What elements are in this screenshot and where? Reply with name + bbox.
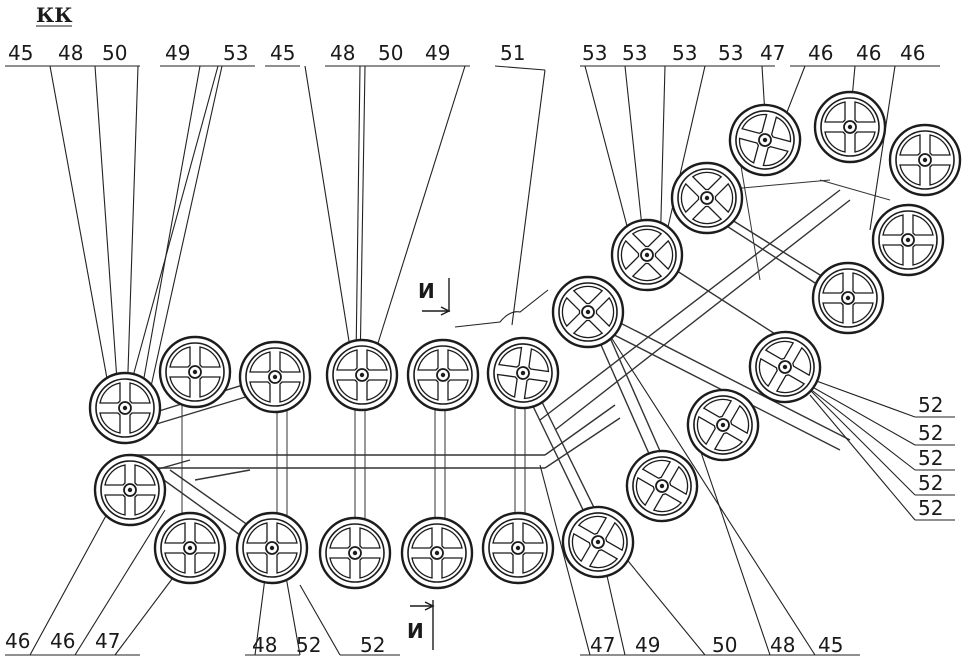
- label-top-7: 48: [330, 41, 355, 65]
- label-bottom-6: 52: [360, 633, 385, 657]
- wheel-8: [153, 511, 227, 585]
- wheel-3: [238, 340, 312, 414]
- wheel-14: [551, 275, 625, 349]
- label-right-1: 52: [918, 393, 943, 417]
- wheel-24: [625, 449, 699, 523]
- label-top-12: 53: [622, 41, 647, 65]
- label-top-1: 45: [8, 41, 33, 65]
- wheel-10: [318, 516, 392, 590]
- label-top-2: 48: [58, 41, 83, 65]
- wheel-19: [888, 123, 962, 197]
- wheel-9: [235, 511, 309, 585]
- label-bottom-5: 52: [296, 633, 321, 657]
- wheel-set: [88, 90, 962, 590]
- label-top-4: 49: [165, 41, 190, 65]
- label-bottom-2: 46: [50, 629, 75, 653]
- wheel-6: [486, 336, 560, 410]
- label-bottom-7: 47: [590, 633, 615, 657]
- label-top-5: 53: [223, 41, 248, 65]
- section-mark-bottom-label: И: [407, 619, 424, 643]
- label-top-15: 47: [760, 41, 785, 65]
- label-bottom-3: 47: [95, 629, 120, 653]
- wheel-12: [481, 511, 555, 585]
- wheel-1: [88, 371, 162, 445]
- label-top-17: 46: [856, 41, 881, 65]
- label-bottom-11: 45: [818, 633, 843, 657]
- section-mark-top: И: [418, 278, 451, 316]
- wheel-21: [811, 261, 885, 335]
- label-top-14: 53: [718, 41, 743, 65]
- section-mark-top-label: И: [418, 279, 435, 303]
- wheel-11: [400, 516, 474, 590]
- label-top-3: 50: [102, 41, 127, 65]
- section-mark-bottom: И: [407, 600, 435, 650]
- wheel-15: [610, 218, 684, 292]
- label-bottom-1: 46: [5, 629, 30, 653]
- leader-lines: [5, 65, 955, 656]
- label-top-11: 53: [582, 41, 607, 65]
- wheel-2: [158, 335, 232, 409]
- wheel-16: [670, 161, 744, 235]
- label-bottom-9: 50: [712, 633, 737, 657]
- label-bottom-10: 48: [770, 633, 795, 657]
- label-top-16: 46: [808, 41, 833, 65]
- wheel-18: [813, 90, 887, 164]
- label-top-9: 49: [425, 41, 450, 65]
- label-bottom-8: 49: [635, 633, 660, 657]
- label-right-2: 52: [918, 421, 943, 445]
- wheel-17: [728, 103, 802, 177]
- bottom-labels: 46 46 47 48 52 52 47 49 50 48 45: [5, 629, 843, 657]
- wheel-23: [686, 388, 760, 462]
- wheel-22: [748, 330, 822, 404]
- right-labels: 52 52 52 52 52: [918, 393, 943, 520]
- drawing-title: КК: [36, 3, 72, 27]
- label-top-8: 50: [378, 41, 403, 65]
- label-right-3: 52: [918, 446, 943, 470]
- cable-51: [454, 289, 549, 328]
- wheel-13: [561, 505, 635, 579]
- label-right-4: 52: [918, 471, 943, 495]
- label-right-5: 52: [918, 496, 943, 520]
- top-labels: 45 48 50 49 53 45 48 50 49 51 53 53 53 5…: [8, 41, 925, 65]
- label-top-18: 46: [900, 41, 925, 65]
- label-top-13: 53: [672, 41, 697, 65]
- label-bottom-4: 48: [252, 633, 277, 657]
- wheel-5: [406, 338, 480, 412]
- wheel-4: [325, 338, 399, 412]
- wheel-7: [93, 453, 167, 527]
- wheel-20: [871, 203, 945, 277]
- label-top-10: 51: [500, 41, 525, 65]
- label-top-6: 45: [270, 41, 295, 65]
